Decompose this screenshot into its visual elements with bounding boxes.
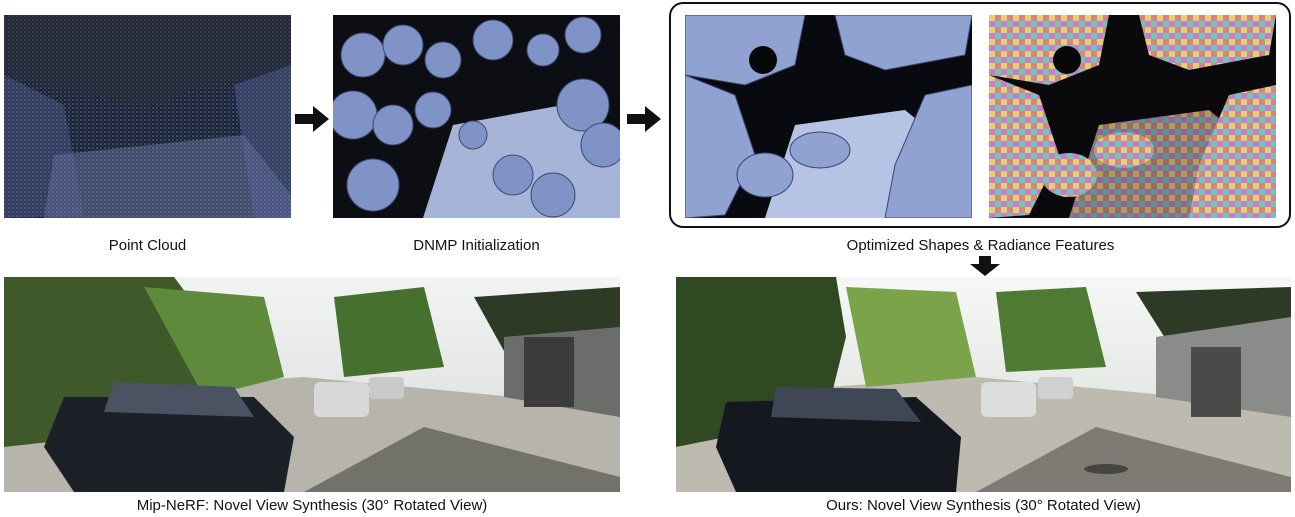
optimized-results-frame	[669, 2, 1291, 228]
caption-ours: Ours: Novel View Synthesis (30° Rotated …	[826, 497, 1141, 514]
ours-render-image	[676, 277, 1291, 492]
point-cloud-image	[4, 15, 291, 218]
caption-point-cloud: Point Cloud	[108, 237, 187, 254]
caption-optimized-shapes: Optimized Shapes & Radiance Features	[846, 237, 1115, 254]
right-arrow-icon	[295, 106, 329, 132]
caption-mipnerf: Mip-NeRF: Novel View Synthesis (30° Rota…	[136, 497, 488, 514]
dnmp-initialization-image	[333, 15, 620, 218]
optimized-shapes-image	[685, 15, 972, 218]
radiance-features-image	[989, 15, 1276, 218]
mipnerf-render-image	[4, 277, 620, 492]
down-arrow-icon	[970, 256, 1000, 276]
caption-dnmp-initialization: DNMP Initialization	[413, 237, 540, 254]
right-arrow-icon	[627, 106, 661, 132]
